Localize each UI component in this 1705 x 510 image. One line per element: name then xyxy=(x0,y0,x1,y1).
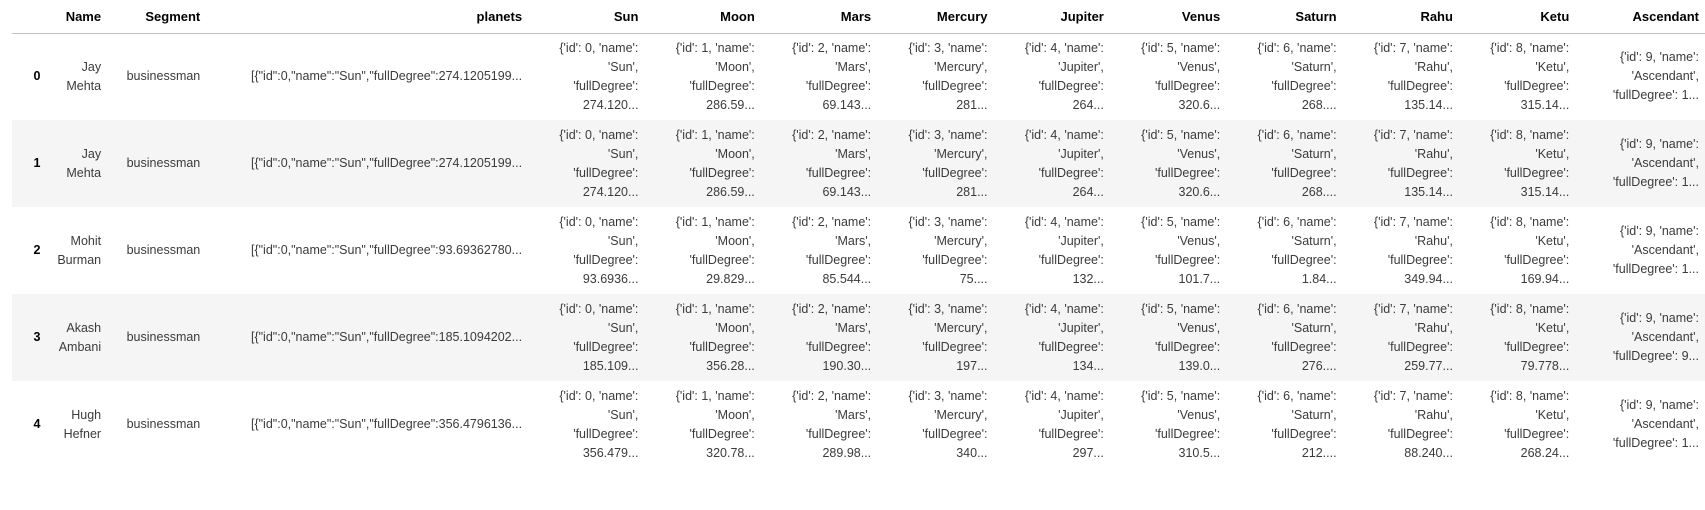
cell-name: Jay Mehta xyxy=(66,59,102,93)
cell-ketu: {'id': 8, 'name': 'Ketu', 'fullDegree': … xyxy=(1490,388,1570,460)
cell-mars: {'id': 2, 'name': 'Mars', 'fullDegree': … xyxy=(792,214,872,286)
cell-moon: {'id': 1, 'name': 'Moon', 'fullDegree': … xyxy=(675,388,755,460)
cell-mars: {'id': 2, 'name': 'Mars', 'fullDegree': … xyxy=(792,388,872,460)
cell-ascendant: {'id': 9, 'name': 'Ascendant', 'fullDegr… xyxy=(1612,137,1699,189)
header-row: Name Segment planets Sun Moon Mars Mercu… xyxy=(12,0,1705,34)
cell-planets: [{"id":0,"name":"Sun","fullDegree":274.1… xyxy=(250,69,523,84)
cell-sun: {'id': 0, 'name': 'Sun', 'fullDegree': 1… xyxy=(559,301,639,373)
cell-segment: businessman xyxy=(126,243,201,257)
cell-rahu: {'id': 7, 'name': 'Rahu', 'fullDegree': … xyxy=(1373,388,1453,460)
table-row: 1 Jay Mehta businessman [{"id":0,"name":"Su… xyxy=(12,120,1705,207)
table-row: 2 Mohit Burman businessman [{"id":0,"name":… xyxy=(12,207,1705,294)
col-header-rahu: Rahu xyxy=(1342,0,1459,34)
cell-jupiter: {'id': 4, 'name': 'Jupiter', 'fullDegree… xyxy=(1024,388,1104,460)
cell-rahu: {'id': 7, 'name': 'Rahu', 'fullDegree': … xyxy=(1373,40,1453,112)
col-header-planets: planets xyxy=(206,0,529,34)
cell-jupiter: {'id': 4, 'name': 'Jupiter', 'fullDegree… xyxy=(1024,301,1104,373)
cell-ketu: {'id': 8, 'name': 'Ketu', 'fullDegree': … xyxy=(1490,40,1570,112)
cell-moon: {'id': 1, 'name': 'Moon', 'fullDegree': … xyxy=(675,214,755,286)
cell-name: Hugh Hefner xyxy=(63,407,102,441)
col-header-name: Name xyxy=(46,0,108,34)
cell-venus: {'id': 5, 'name': 'Venus', 'fullDegree':… xyxy=(1141,127,1221,199)
cell-mars: {'id': 2, 'name': 'Mars', 'fullDegree': … xyxy=(792,40,872,112)
cell-mercury: {'id': 3, 'name': 'Mercury', 'fullDegree… xyxy=(908,214,988,286)
cell-ketu: {'id': 8, 'name': 'Ketu', 'fullDegree': … xyxy=(1490,301,1570,373)
cell-ketu: {'id': 8, 'name': 'Ketu', 'fullDegree': … xyxy=(1490,214,1570,286)
cell-sun: {'id': 0, 'name': 'Sun', 'fullDegree': 2… xyxy=(559,127,639,199)
cell-moon: {'id': 1, 'name': 'Moon', 'fullDegree': … xyxy=(675,127,755,199)
col-header-ascendant: Ascendant xyxy=(1575,0,1705,34)
cell-venus: {'id': 5, 'name': 'Venus', 'fullDegree':… xyxy=(1141,40,1221,112)
cell-ascendant: {'id': 9, 'name': 'Ascendant', 'fullDegr… xyxy=(1612,224,1699,276)
row-index: 1 xyxy=(33,156,41,170)
cell-name: Akash Ambani xyxy=(58,320,102,354)
cell-venus: {'id': 5, 'name': 'Venus', 'fullDegree':… xyxy=(1141,388,1221,460)
dataframe-table: Name Segment planets Sun Moon Mars Mercu… xyxy=(12,0,1705,468)
cell-mercury: {'id': 3, 'name': 'Mercury', 'fullDegree… xyxy=(908,40,988,112)
table-header: Name Segment planets Sun Moon Mars Mercu… xyxy=(12,0,1705,34)
cell-moon: {'id': 1, 'name': 'Moon', 'fullDegree': … xyxy=(675,40,755,112)
cell-rahu: {'id': 7, 'name': 'Rahu', 'fullDegree': … xyxy=(1373,127,1453,199)
cell-mercury: {'id': 3, 'name': 'Mercury', 'fullDegree… xyxy=(908,301,988,373)
cell-mars: {'id': 2, 'name': 'Mars', 'fullDegree': … xyxy=(792,301,872,373)
cell-sun: {'id': 0, 'name': 'Sun', 'fullDegree': 3… xyxy=(559,388,639,460)
cell-saturn: {'id': 6, 'name': 'Saturn', 'fullDegree'… xyxy=(1257,388,1337,460)
table-row: 4 Hugh Hefner businessman [{"id":0,"name":"… xyxy=(12,381,1705,468)
col-header-mars: Mars xyxy=(760,0,878,34)
cell-planets: [{"id":0,"name":"Sun","fullDegree":356.4… xyxy=(250,417,523,431)
col-header-saturn: Saturn xyxy=(1226,0,1343,34)
row-index: 4 xyxy=(33,417,41,431)
col-header-jupiter: Jupiter xyxy=(993,0,1110,34)
cell-venus: {'id': 5, 'name': 'Venus', 'fullDegree':… xyxy=(1141,301,1221,373)
col-header-venus: Venus xyxy=(1109,0,1227,34)
row-index: 0 xyxy=(33,69,41,84)
cell-saturn: {'id': 6, 'name': 'Saturn', 'fullDegree'… xyxy=(1257,214,1337,286)
table-row: 0 Jay Mehta businessman [{"id":0,"name":"Su… xyxy=(12,33,1705,120)
col-header-segment: Segment xyxy=(107,0,207,34)
cell-ascendant: {'id': 9, 'name': 'Ascendant', 'fullDegr… xyxy=(1612,311,1699,363)
cell-saturn: {'id': 6, 'name': 'Saturn', 'fullDegree'… xyxy=(1257,40,1337,112)
cell-mars: {'id': 2, 'name': 'Mars', 'fullDegree': … xyxy=(792,127,872,199)
cell-name: Mohit Burman xyxy=(57,233,102,267)
cell-segment: businessman xyxy=(126,417,201,431)
row-index: 3 xyxy=(33,330,41,344)
cell-jupiter: {'id': 4, 'name': 'Jupiter', 'fullDegree… xyxy=(1024,127,1104,199)
col-header-sun: Sun xyxy=(528,0,645,34)
cell-saturn: {'id': 6, 'name': 'Saturn', 'fullDegree'… xyxy=(1257,301,1337,373)
cell-name: Jay Mehta xyxy=(66,146,102,180)
cell-mercury: {'id': 3, 'name': 'Mercury', 'fullDegree… xyxy=(908,388,988,460)
col-header-index xyxy=(12,0,47,34)
cell-rahu: {'id': 7, 'name': 'Rahu', 'fullDegree': … xyxy=(1373,301,1453,373)
cell-segment: businessman xyxy=(126,69,201,84)
cell-segment: businessman xyxy=(126,330,201,344)
cell-planets: [{"id":0,"name":"Sun","fullDegree":185.1… xyxy=(250,330,523,344)
cell-venus: {'id': 5, 'name': 'Venus', 'fullDegree':… xyxy=(1141,214,1221,286)
cell-ketu: {'id': 8, 'name': 'Ketu', 'fullDegree': … xyxy=(1490,127,1570,199)
cell-mercury: {'id': 3, 'name': 'Mercury', 'fullDegree… xyxy=(908,127,988,199)
cell-sun: {'id': 0, 'name': 'Sun', 'fullDegree': 2… xyxy=(559,40,639,112)
cell-segment: businessman xyxy=(126,156,201,170)
cell-jupiter: {'id': 4, 'name': 'Jupiter', 'fullDegree… xyxy=(1024,40,1104,112)
row-index: 2 xyxy=(33,243,41,257)
cell-moon: {'id': 1, 'name': 'Moon', 'fullDegree': … xyxy=(675,301,755,373)
col-header-moon: Moon xyxy=(644,0,761,34)
table-row: 3 Akash Ambani businessman [{"id":0,"name":… xyxy=(12,294,1705,381)
cell-planets: [{"id":0,"name":"Sun","fullDegree":274.1… xyxy=(250,156,523,170)
col-header-mercury: Mercury xyxy=(877,0,994,34)
cell-sun: {'id': 0, 'name': 'Sun', 'fullDegree': 9… xyxy=(559,214,639,286)
cell-ascendant: {'id': 9, 'name': 'Ascendant', 'fullDegr… xyxy=(1612,398,1699,450)
cell-jupiter: {'id': 4, 'name': 'Jupiter', 'fullDegree… xyxy=(1024,214,1104,286)
col-header-ketu: Ketu xyxy=(1458,0,1576,34)
cell-ascendant: {'id': 9, 'name': 'Ascendant', 'fullDegr… xyxy=(1612,50,1699,103)
cell-planets: [{"id":0,"name":"Sun","fullDegree":93.69… xyxy=(250,243,523,257)
cell-saturn: {'id': 6, 'name': 'Saturn', 'fullDegree'… xyxy=(1257,127,1337,199)
cell-rahu: {'id': 7, 'name': 'Rahu', 'fullDegree': … xyxy=(1373,214,1453,286)
